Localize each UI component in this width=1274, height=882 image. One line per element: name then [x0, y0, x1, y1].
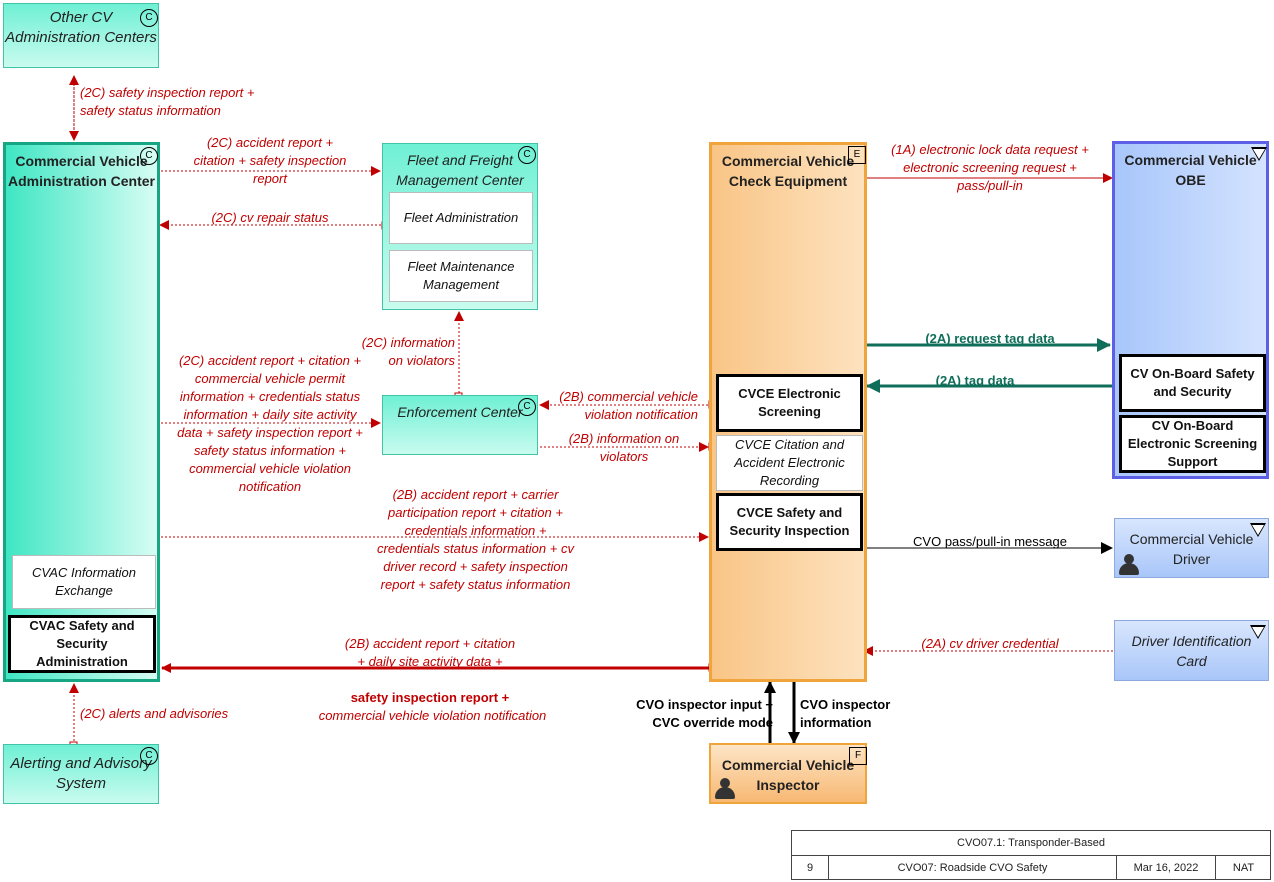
flow-label-f9c: commercial vehicle violation notificatio… — [318, 708, 547, 723]
center-class-icon: C — [140, 147, 158, 165]
node-fleet-freight-center[interactable]: Fleet and Freight Management Center C Fl… — [382, 143, 538, 310]
flow-label-f13: (2A) tag data — [935, 373, 1015, 388]
sub-fleet-admin[interactable]: Fleet Administration — [389, 192, 533, 244]
center-class-icon: C — [518, 398, 536, 416]
sub-cvce-safety-inspection[interactable]: CVCE Safety and Security Inspection — [716, 493, 863, 551]
vehicle-class-icon — [1250, 523, 1266, 537]
person-icon — [714, 778, 736, 800]
node-title: Commercial Vehicle Driver — [1129, 531, 1254, 567]
person-icon — [1118, 554, 1140, 576]
node-enforcement-center[interactable]: Enforcement Center C — [382, 395, 538, 455]
flow-label-f17: CVO inspector information — [800, 697, 891, 730]
sub-obe-safety-security[interactable]: CV On-Board Safety and Security — [1119, 354, 1266, 412]
node-title: Commercial Vehicle Check Equipment — [721, 153, 855, 189]
node-cv-driver[interactable]: Commercial Vehicle Driver — [1114, 518, 1269, 578]
sub-cvce-citation-recording[interactable]: CVCE Citation and Accident Electronic Re… — [716, 435, 863, 491]
flow-label-f4: (2C) information on violators — [361, 335, 455, 368]
flow-label-f8: (2B) accident report + carrier participa… — [377, 487, 574, 592]
node-title: Enforcement Center — [397, 404, 523, 420]
node-title: Commercial Vehicle OBE — [1124, 152, 1257, 188]
flow-label-f7: (2B) information on violators — [568, 431, 680, 464]
legend-package: CVO07: Roadside CVO Safety — [829, 856, 1117, 880]
field-class-icon: F — [849, 747, 867, 765]
legend-table: CVO07.1: Transponder-Based 9 CVO07: Road… — [791, 830, 1271, 880]
node-title: Fleet and Freight Management Center — [396, 152, 524, 188]
sub-cvce-electronic-screening[interactable]: CVCE Electronic Screening — [716, 374, 863, 432]
flow-label-f14: CVO pass/pull-in message — [913, 534, 1067, 549]
flow-label-f3: (2C) cv repair status — [211, 210, 329, 225]
flow-label-f11: (1A) electronic lock data request + elec… — [891, 142, 1089, 193]
center-class-icon: C — [140, 747, 158, 765]
legend-title: CVO07.1: Transponder-Based — [792, 831, 1270, 856]
flow-label-f10: (2C) alerts and advisories — [80, 706, 229, 721]
flow-label-f15: (2A) cv driver credential — [921, 636, 1059, 651]
node-other-cv-admin-centers[interactable]: Other CV Administration Centers C — [3, 3, 159, 68]
legend-scope: NAT — [1232, 862, 1255, 874]
node-cv-check-equipment[interactable]: Commercial Vehicle Check Equipment E CVC… — [709, 142, 867, 682]
flow-label-f5: (2C) accident report + citation + commer… — [177, 353, 363, 494]
center-class-icon: C — [518, 146, 536, 164]
node-alerting-advisory[interactable]: Alerting and Advisory System C — [3, 744, 159, 804]
flow-label-f16: CVO inspector input + CVC override mode — [636, 697, 773, 730]
sub-fleet-maintenance[interactable]: Fleet Maintenance Management — [389, 250, 533, 302]
node-cv-inspector[interactable]: Commercial Vehicle Inspector F — [709, 743, 867, 804]
node-driver-id-card[interactable]: Driver Identification Card — [1114, 620, 1269, 681]
node-title: Other CV Administration Centers — [5, 9, 157, 46]
field-class-icon: E — [848, 146, 866, 164]
flow-label-f6: (2B) commercial vehicle violation notifi… — [559, 389, 698, 422]
flow-label-f2: (2C) accident report + citation + safety… — [193, 135, 347, 186]
flow-label-f12: (2A) request tag data — [925, 331, 1055, 346]
sub-obe-screening-support[interactable]: CV On-Board Electronic Screening Support — [1119, 415, 1266, 473]
node-title: Alerting and Advisory System — [10, 755, 152, 792]
flow-label-f9a: (2B) accident report + citation + daily … — [344, 636, 516, 669]
flow-label-f9b: safety inspection report + — [350, 690, 510, 705]
node-cv-admin-center[interactable]: Commercial Vehicle Administration Center… — [3, 142, 160, 682]
center-class-icon: C — [140, 9, 158, 27]
flow-label-f1: (2C) safety inspection report + safety s… — [80, 85, 255, 118]
sub-cvac-info-exchange[interactable]: CVAC Information Exchange — [12, 555, 156, 609]
legend-date: Mar 16, 2022 — [1117, 856, 1216, 880]
node-title: Driver Identification Card — [1131, 633, 1252, 669]
sub-cvac-safety-security[interactable]: CVAC Safety and Security Administration — [8, 615, 156, 673]
legend-page: 9 — [792, 856, 829, 880]
node-cv-obe[interactable]: Commercial Vehicle OBE CV On-Board Safet… — [1112, 141, 1269, 479]
vehicle-class-icon — [1250, 625, 1266, 639]
node-title: Commercial Vehicle Administration Center — [7, 153, 155, 189]
node-title: Commercial Vehicle Inspector — [721, 757, 855, 793]
vehicle-class-icon — [1251, 147, 1267, 161]
